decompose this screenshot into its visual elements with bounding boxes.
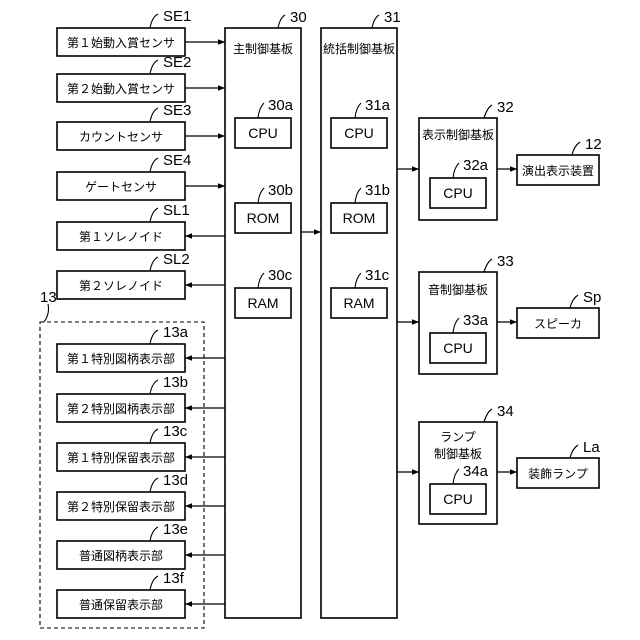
lamp-board-ref: 34 — [497, 403, 514, 420]
display-item-13f: 普通保留表示部 13f — [57, 570, 225, 618]
main-board-label: 主制御基板 — [233, 41, 293, 56]
main-board-ref: 30 — [290, 9, 307, 26]
solenoid-sl2: 第２ソレノイド SL2 — [57, 251, 225, 299]
lamp-board-label-line2: 制御基板 — [434, 446, 482, 461]
display-13f-label: 普通保留表示部 — [79, 597, 163, 612]
sensor-se4-ref: SE4 — [163, 152, 191, 169]
main-cpu-ref: 30a — [268, 97, 294, 114]
display-group-leader — [44, 304, 49, 322]
display-13c-label: 第１特別保留表示部 — [67, 450, 175, 465]
display-13c-ref: 13c — [163, 423, 188, 440]
main-ram-label: RAM — [247, 295, 278, 311]
sensor-se1-ref: SE1 — [163, 8, 191, 25]
decorative-lamp: 装飾ランプ La — [517, 439, 600, 488]
integrated-rom-label: ROM — [343, 210, 376, 226]
integrated-cpu-ref: 31a — [365, 97, 391, 114]
display-13b-label: 第２特別図柄表示部 — [67, 401, 175, 416]
solenoid-sl2-ref: SL2 — [163, 251, 190, 268]
sound-board-ref: 33 — [497, 253, 514, 270]
display-13d-label: 第２特別保留表示部 — [67, 499, 175, 514]
display-13d-ref: 13d — [163, 472, 188, 489]
sound-board-cpu-ref: 33a — [463, 312, 489, 329]
decorative-lamp-label: 装飾ランプ — [528, 467, 588, 481]
integrated-rom-ref: 31b — [365, 182, 390, 199]
sensor-se3: カウントセンサ SE3 — [57, 102, 225, 150]
integrated-control-board: 統括制御基板 31 CPU 31a ROM 31b RAM 31c — [321, 9, 401, 618]
sensor-se1-label: 第１始動入賞センサ — [67, 36, 175, 50]
sensor-se3-label: カウントセンサ — [79, 130, 163, 144]
integrated-board-ref: 31 — [384, 9, 401, 26]
sensor-se2-label: 第２始動入賞センサ — [67, 82, 175, 96]
display-item-13a: 第１特別図柄表示部 13a — [57, 324, 225, 372]
main-rom-label: ROM — [247, 210, 280, 226]
display-13e-ref: 13e — [163, 521, 188, 538]
sensor-se2-ref: SE2 — [163, 54, 191, 71]
effect-display-label: 演出表示装置 — [522, 163, 594, 178]
display-item-13c: 第１特別保留表示部 13c — [57, 423, 225, 471]
sensor-se2: 第２始動入賞センサ SE2 — [57, 54, 225, 102]
display-board-cpu-label: CPU — [443, 185, 473, 201]
display-group-ref: 13 — [40, 289, 57, 306]
sensor-se4: ゲートセンサ SE4 — [57, 152, 225, 200]
sensor-se3-ref: SE3 — [163, 102, 191, 119]
solenoid-sl1: 第１ソレノイド SL1 — [57, 202, 225, 250]
solenoid-sl2-label: 第２ソレノイド — [79, 279, 163, 293]
display-13b-ref: 13b — [163, 374, 188, 391]
sound-board-cpu-label: CPU — [443, 340, 473, 356]
speaker-label: スピーカ — [534, 317, 582, 331]
speaker-ref: Sp — [583, 289, 601, 306]
integrated-cpu-label: CPU — [344, 125, 374, 141]
display-board-cpu-ref: 32a — [463, 157, 489, 174]
display-13a-ref: 13a — [163, 324, 189, 341]
display-item-13b: 第２特別図柄表示部 13b — [57, 374, 225, 422]
display-13e-label: 普通図柄表示部 — [79, 548, 163, 563]
lamp-board-cpu-label: CPU — [443, 491, 473, 507]
solenoid-sl1-ref: SL1 — [163, 202, 190, 219]
display-board-label: 表示制御基板 — [422, 127, 494, 142]
sensor-se1: 第１始動入賞センサ SE1 — [57, 8, 225, 56]
main-control-board: 主制御基板 30 CPU 30a ROM 30b RAM 30c — [225, 9, 307, 618]
decorative-lamp-ref: La — [583, 439, 600, 456]
display-board-ref: 32 — [497, 99, 514, 116]
speaker: スピーカ Sp — [517, 289, 601, 338]
integrated-ram-label: RAM — [343, 295, 374, 311]
main-ram-ref: 30c — [268, 267, 293, 284]
main-cpu-label: CPU — [248, 125, 278, 141]
sound-control-board: 音制御基板 33 CPU 33a — [419, 253, 514, 374]
integrated-board-label: 統括制御基板 — [323, 41, 395, 56]
effect-display-ref: 12 — [585, 136, 602, 153]
solenoid-sl1-label: 第１ソレノイド — [79, 230, 163, 244]
effect-display-device: 演出表示装置 12 — [517, 136, 602, 185]
display-item-13d: 第２特別保留表示部 13d — [57, 472, 225, 520]
lamp-board-cpu-ref: 34a — [463, 463, 489, 480]
display-13a-label: 第１特別図柄表示部 — [67, 351, 175, 366]
main-rom-ref: 30b — [268, 182, 293, 199]
lamp-board-label-line1: ランプ — [440, 430, 476, 444]
display-control-board: 表示制御基板 32 CPU 32a — [419, 99, 514, 220]
display-13f-ref: 13f — [163, 570, 185, 587]
display-item-13e: 普通図柄表示部 13e — [57, 521, 225, 569]
integrated-ram-ref: 31c — [365, 267, 390, 284]
lamp-control-board: ランプ 制御基板 34 CPU 34a — [419, 403, 514, 524]
sound-board-label: 音制御基板 — [428, 282, 488, 297]
sensor-se4-label: ゲートセンサ — [85, 180, 157, 194]
